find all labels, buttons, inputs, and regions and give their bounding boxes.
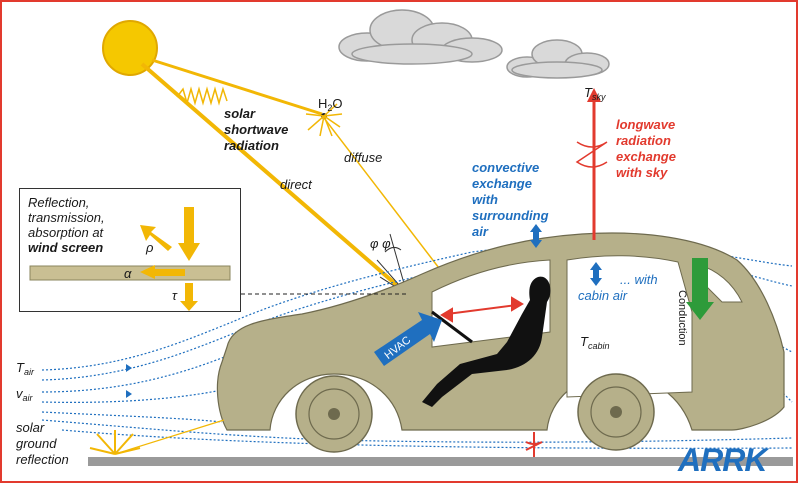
- cabin-air-label: cabin air: [578, 288, 628, 303]
- tsky-sub: sky: [591, 92, 606, 102]
- convective-label-2: exchange: [472, 176, 532, 191]
- shortwave-wave: [176, 86, 228, 106]
- longwave-label-3: exchange: [616, 149, 676, 164]
- tair-main: T: [16, 360, 24, 375]
- windscreen-inset-graphics: [29, 207, 231, 311]
- convective-label-3: with: [472, 192, 498, 207]
- cabin-radiation-icon: [440, 296, 524, 323]
- cabin-air-arrow: [590, 262, 602, 286]
- ground-label-3: reflection: [16, 452, 69, 467]
- sun-icon: [102, 20, 158, 76]
- longwave-label-1: longwave: [616, 117, 676, 132]
- tau-label: τ: [172, 288, 177, 303]
- windscreen-text-1: Reflection,: [28, 195, 90, 210]
- incident-arrow-icon: [184, 207, 194, 245]
- windscreen-inset: Reflection, transmission, absorption at …: [19, 188, 241, 312]
- alpha-label: α: [124, 266, 132, 281]
- longwave-arrow-icon: [575, 88, 608, 240]
- diffuse-ray: [323, 117, 443, 273]
- tsky-label: Tsky: [584, 85, 605, 102]
- absorption-arrow-icon: [155, 269, 185, 276]
- ground-reflection-icon: [89, 419, 225, 455]
- ground-label-2: ground: [16, 436, 57, 451]
- steering-column: [431, 310, 473, 344]
- convective-label-4: surrounding: [472, 208, 549, 223]
- ground-label-1: solar: [16, 420, 45, 435]
- vair-sub: air: [22, 393, 33, 403]
- arrk-logo: ARRK: [678, 442, 767, 478]
- tair-sub: air: [23, 367, 34, 377]
- rear-wheel: [577, 373, 655, 451]
- vair-label: vair: [16, 386, 33, 403]
- h2o-end: O: [332, 96, 343, 111]
- front-wheel: [295, 375, 373, 453]
- ground: [88, 457, 793, 466]
- windscreen-text-3: absorption at: [28, 225, 104, 240]
- h2o-sub: 2: [327, 103, 333, 113]
- cloud-large: [338, 9, 503, 65]
- rho-label: ρ: [146, 240, 154, 255]
- hvac-arrow-icon: [374, 312, 442, 366]
- phi-label: φ φ: [370, 236, 391, 251]
- vair-main: v: [16, 386, 23, 401]
- airflow-arrowheads: [126, 364, 132, 398]
- window-rear: [566, 255, 693, 398]
- h2o-scatter-icon: [305, 103, 343, 137]
- transmission-arrow-icon: [185, 283, 193, 303]
- solar-label-1: solar: [224, 106, 256, 121]
- longwave-label-2: radiation: [616, 133, 671, 148]
- h2o-label: H2O: [318, 96, 343, 113]
- windscreen-text-4: wind screen: [28, 240, 104, 255]
- solar-label-2: shortwave: [224, 122, 289, 137]
- diffuse-label: diffuse: [344, 150, 383, 165]
- driver-silhouette: [422, 276, 551, 407]
- convective-arrow-roof: [530, 224, 542, 248]
- direct-label: direct: [280, 177, 312, 192]
- tsky-main: T: [584, 85, 592, 100]
- conduction-arrow-icon: [686, 258, 714, 320]
- reflection-arrow-icon: [140, 225, 172, 251]
- longwave-label-4: with sky: [616, 165, 668, 180]
- tcabin-main: T: [580, 334, 588, 349]
- sun-to-h2o-ray: [151, 58, 323, 116]
- cloud-small: [506, 39, 610, 79]
- solar-label-3: radiation: [224, 138, 279, 153]
- tcabin-label: Tcabin: [580, 334, 609, 351]
- convective-label-1: convective: [472, 160, 540, 175]
- h2o-main: H: [318, 96, 328, 111]
- tcabin-sub: cabin: [587, 341, 610, 351]
- windscreen-text-2: transmission,: [28, 210, 105, 225]
- convective-label-5: air: [472, 224, 488, 239]
- with-label: ... with: [620, 272, 658, 287]
- conduction-label: Conduction: [676, 290, 688, 346]
- underbody-heat-icon: [525, 432, 543, 457]
- tair-label: Tair: [16, 360, 34, 377]
